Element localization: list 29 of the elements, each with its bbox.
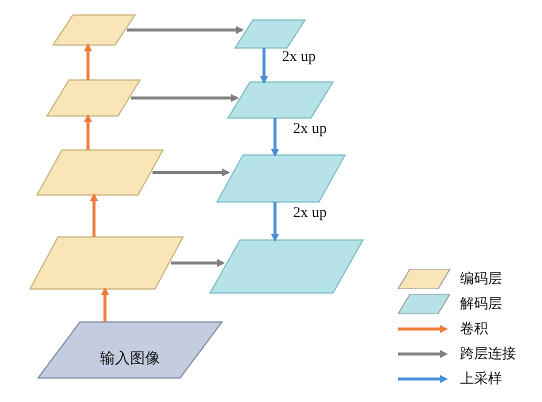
legend-label: 编码层	[460, 270, 502, 288]
decoder-layer-plane	[235, 20, 305, 48]
legend-label: 跨层连接	[460, 344, 516, 362]
arrow	[152, 168, 230, 176]
decoder-layer-plane	[210, 240, 363, 293]
arrow	[271, 118, 279, 157]
decoder-layer-plane	[217, 155, 345, 202]
input-image-plane	[38, 322, 222, 378]
decoder-layer-plane	[228, 82, 333, 118]
arrow	[271, 202, 279, 242]
arrow	[90, 193, 98, 237]
arrow	[131, 94, 239, 102]
encoder-layer-plane	[47, 80, 140, 116]
encoder-layer-plane	[30, 237, 183, 289]
legend-label: 上采样	[460, 370, 502, 388]
encoder-layer-plane	[53, 15, 135, 45]
arrow	[171, 259, 225, 267]
arrow	[260, 48, 268, 84]
node-label: 输入图像	[99, 349, 161, 368]
arrow	[84, 43, 92, 80]
edge-label: 2x up	[280, 49, 318, 66]
legend-label: 卷积	[460, 320, 488, 338]
encoder-layer-plane	[37, 150, 163, 195]
arrow	[101, 287, 109, 322]
edge-label: 2x up	[291, 205, 329, 222]
edge-label: 2x up	[291, 120, 329, 138]
arrow	[127, 26, 244, 34]
arrow	[84, 114, 92, 150]
legend-label: 解码层	[460, 294, 502, 312]
